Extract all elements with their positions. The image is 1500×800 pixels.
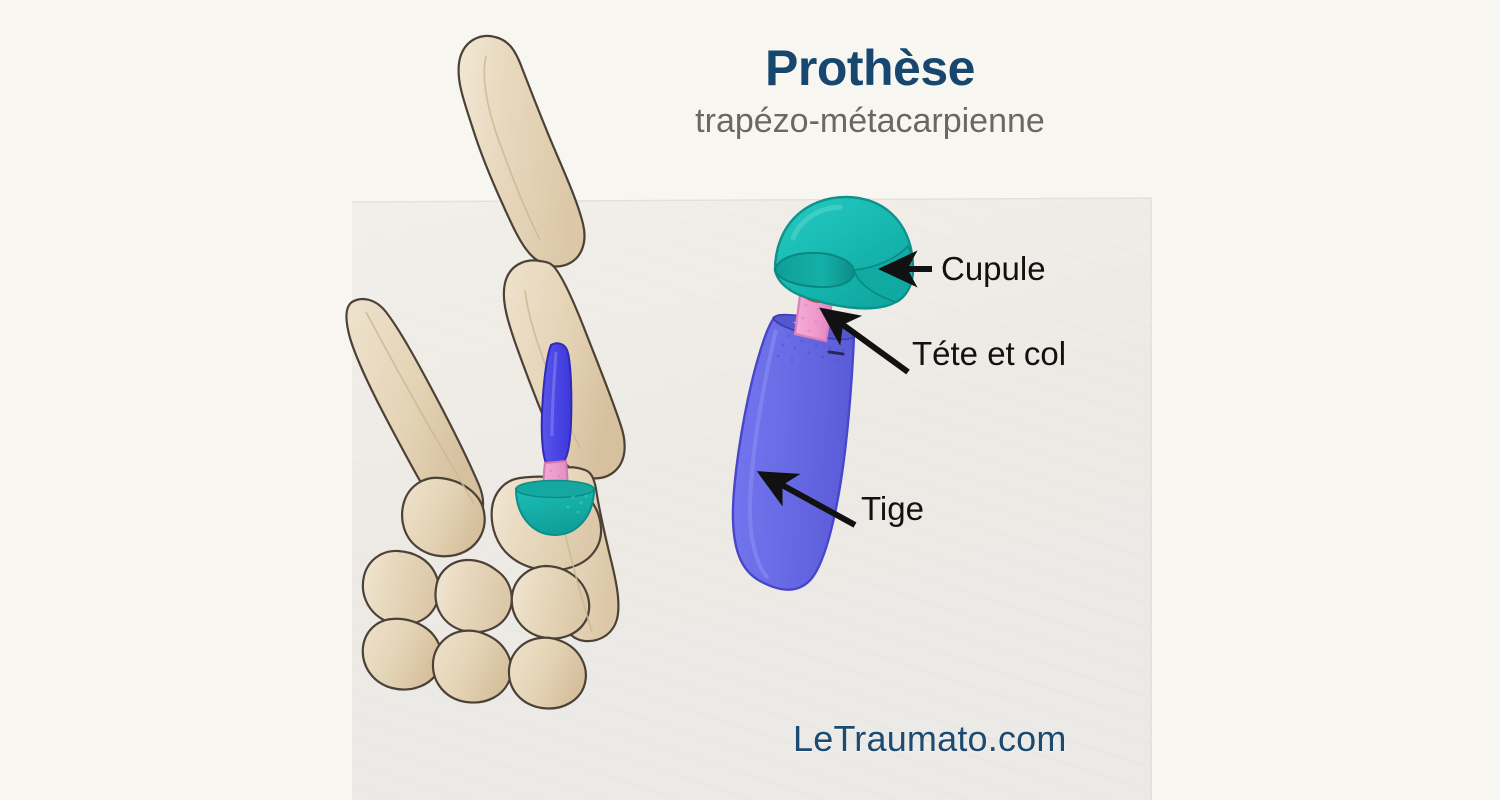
arrow-tige <box>756 471 857 528</box>
bone-carpal-row-proximal <box>361 549 591 640</box>
bone-carpal-row-distal <box>361 617 587 710</box>
page-title: Prothèse <box>765 40 975 96</box>
callout-label-tige: Tige <box>861 490 924 527</box>
insitu-stem <box>540 342 573 465</box>
callout-arrows <box>756 250 932 528</box>
page-subtitle: trapézo-métacarpienne <box>695 101 1045 140</box>
title-block: Prothèse trapézo-métacarpienne <box>600 42 1140 141</box>
bone-scaphoid <box>400 476 486 558</box>
prosthesis-cup <box>773 195 915 310</box>
arrow-tete-et-col <box>819 307 910 375</box>
callout-label-cupule: Cupule <box>941 250 1046 287</box>
callout-label-tete-et-col: Téte et col <box>912 335 1067 372</box>
insitu-cup <box>514 479 596 537</box>
watermark-letraumato: LeTraumato.com <box>793 718 1067 759</box>
prosthesis-stem <box>731 313 857 591</box>
